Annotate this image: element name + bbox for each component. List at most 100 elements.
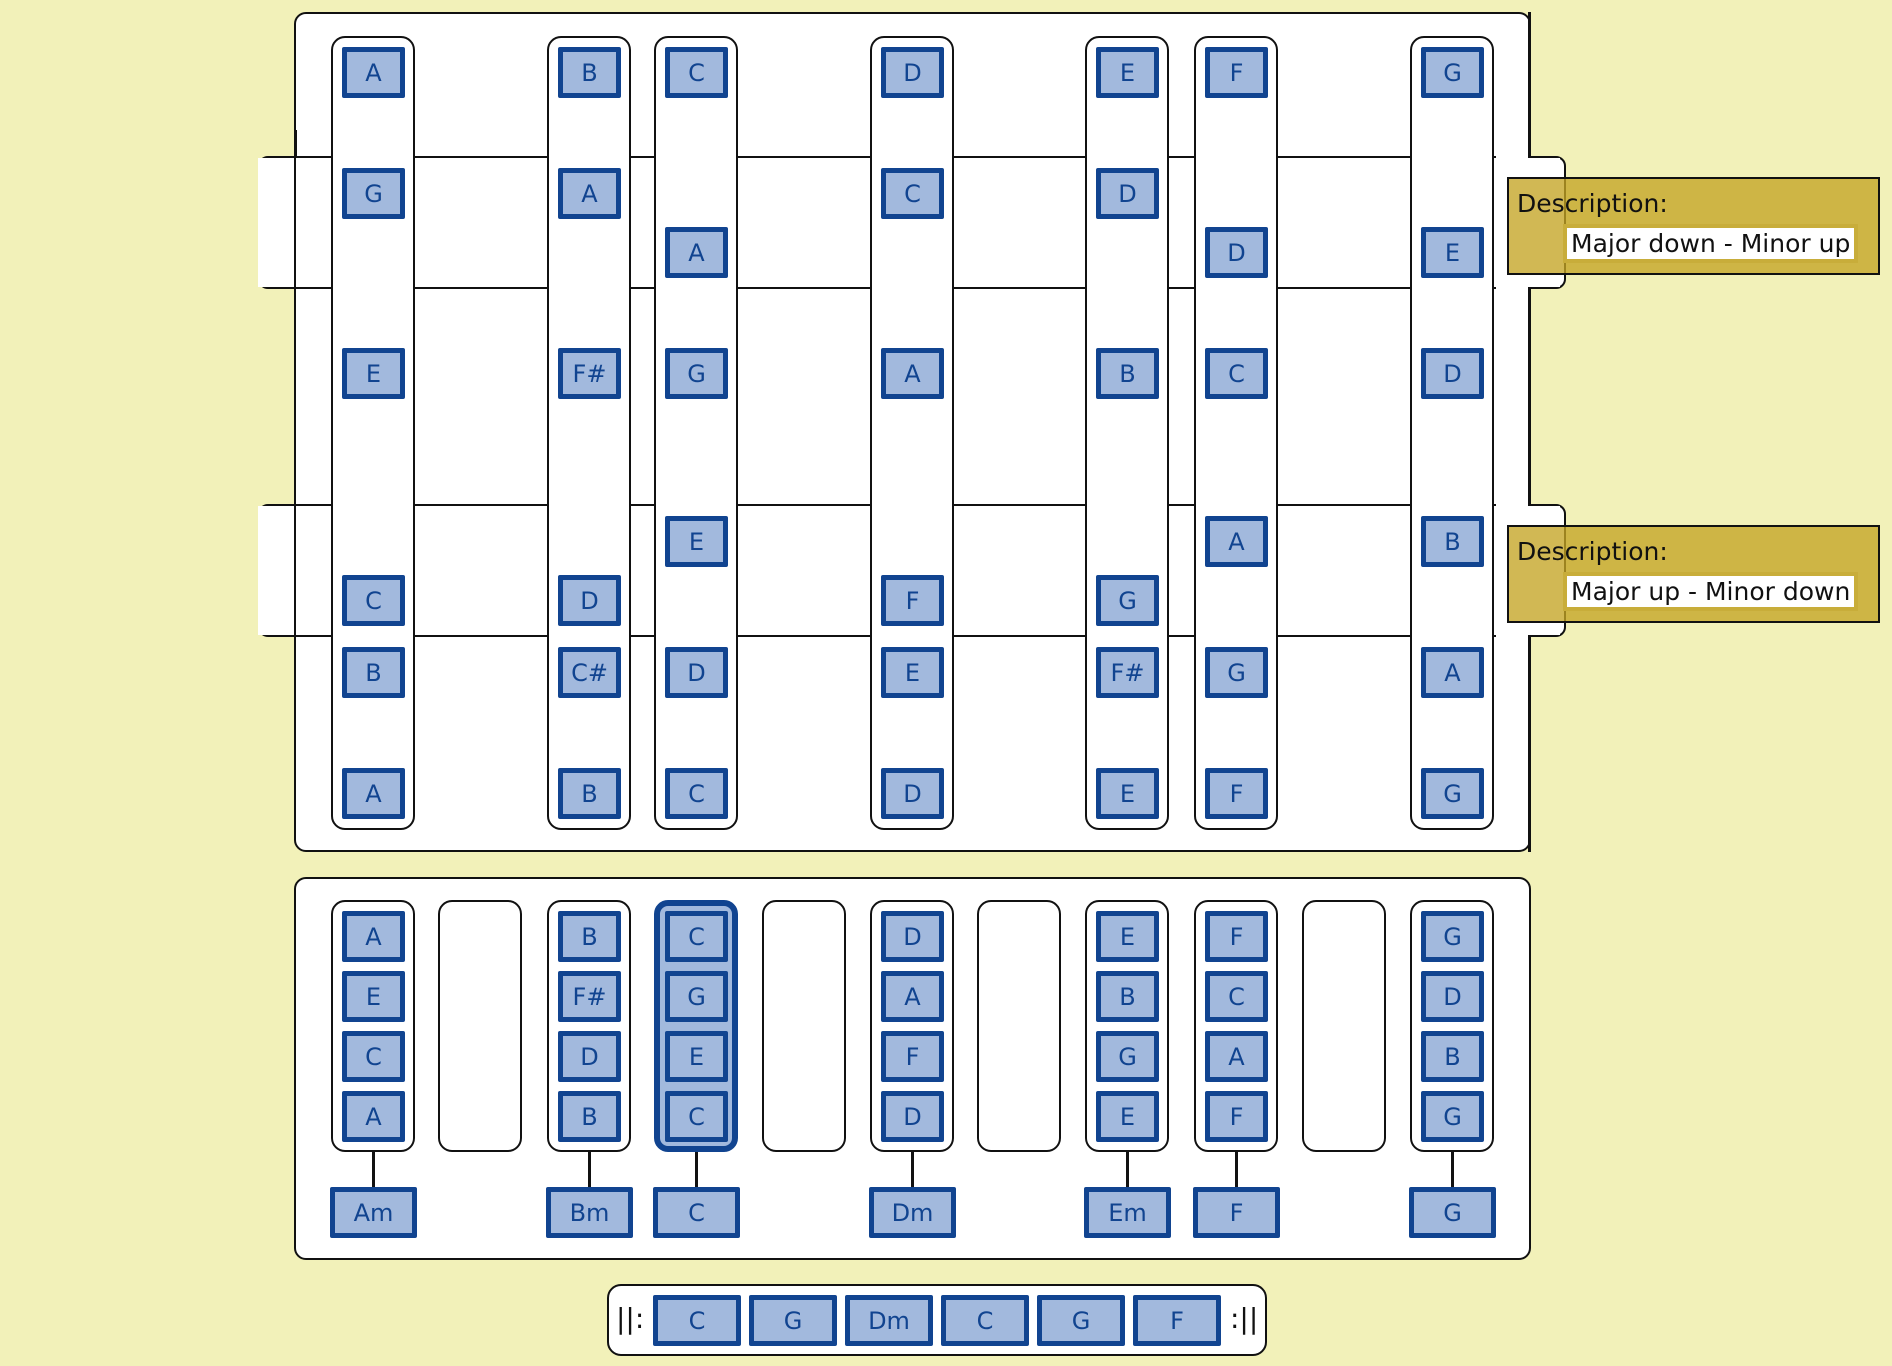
- chord-note[interactable]: G: [1096, 1031, 1159, 1082]
- note-button[interactable]: C: [665, 768, 728, 819]
- chord-note[interactable]: A: [342, 1091, 405, 1142]
- chord-note[interactable]: E: [342, 971, 405, 1022]
- chord-note[interactable]: A: [1205, 1031, 1268, 1082]
- scale-column: [870, 36, 954, 830]
- chord-note[interactable]: F: [881, 1031, 944, 1082]
- note-button[interactable]: D: [1205, 227, 1268, 278]
- note-button[interactable]: D: [665, 647, 728, 698]
- note-button[interactable]: G: [342, 168, 405, 219]
- chord-note[interactable]: C: [342, 1031, 405, 1082]
- note-button[interactable]: D: [881, 47, 944, 98]
- note-button[interactable]: B: [558, 768, 621, 819]
- chord-name-button[interactable]: G: [1409, 1187, 1496, 1238]
- chord-connector: [1235, 1152, 1238, 1188]
- empty-chord-slot[interactable]: [762, 900, 846, 1152]
- note-button[interactable]: A: [558, 168, 621, 219]
- chord-note[interactable]: D: [558, 1031, 621, 1082]
- note-button[interactable]: E: [1096, 47, 1159, 98]
- chord-name-button[interactable]: Bm: [546, 1187, 633, 1238]
- chord-note[interactable]: A: [342, 911, 405, 962]
- scale-column: [1085, 36, 1169, 830]
- note-button[interactable]: B: [558, 47, 621, 98]
- chord-connector: [372, 1152, 375, 1188]
- chord-note[interactable]: F: [1205, 1091, 1268, 1142]
- chord-note[interactable]: D: [1421, 971, 1484, 1022]
- description-label: Description:: [1517, 189, 1668, 218]
- note-button[interactable]: B: [1096, 348, 1159, 399]
- chord-note[interactable]: C: [665, 1091, 728, 1142]
- chord-note[interactable]: B: [1096, 971, 1159, 1022]
- note-button[interactable]: F: [1205, 768, 1268, 819]
- chord-connector: [1126, 1152, 1129, 1188]
- note-button[interactable]: A: [342, 768, 405, 819]
- progression-chord[interactable]: Dm: [845, 1295, 933, 1346]
- note-button[interactable]: E: [881, 647, 944, 698]
- note-button[interactable]: G: [665, 348, 728, 399]
- note-button[interactable]: A: [342, 47, 405, 98]
- note-button[interactable]: D: [1421, 348, 1484, 399]
- note-button[interactable]: C: [1205, 348, 1268, 399]
- note-button[interactable]: A: [881, 348, 944, 399]
- empty-chord-slot[interactable]: [1302, 900, 1386, 1152]
- note-button[interactable]: F: [1205, 47, 1268, 98]
- note-button[interactable]: B: [1421, 516, 1484, 567]
- note-button[interactable]: A: [665, 227, 728, 278]
- chord-note[interactable]: B: [558, 911, 621, 962]
- progression-chord[interactable]: G: [749, 1295, 837, 1346]
- note-button[interactable]: D: [558, 575, 621, 626]
- note-button[interactable]: C: [665, 47, 728, 98]
- note-button[interactable]: F#: [1096, 647, 1159, 698]
- note-button[interactable]: G: [1205, 647, 1268, 698]
- note-button[interactable]: E: [1421, 227, 1484, 278]
- note-button[interactable]: D: [1096, 168, 1159, 219]
- chord-note[interactable]: F: [1205, 911, 1268, 962]
- repeat-end-sign: :||: [1230, 1302, 1259, 1335]
- chord-note[interactable]: F#: [558, 971, 621, 1022]
- progression-chord[interactable]: C: [653, 1295, 741, 1346]
- chord-name-button[interactable]: Am: [330, 1187, 417, 1238]
- chord-note[interactable]: C: [665, 911, 728, 962]
- scale-column: [331, 36, 415, 830]
- description-value: Major down - Minor up: [1563, 224, 1859, 263]
- note-button[interactable]: C: [881, 168, 944, 219]
- chord-note[interactable]: B: [558, 1091, 621, 1142]
- chord-note[interactable]: C: [1205, 971, 1268, 1022]
- chord-note[interactable]: A: [881, 971, 944, 1022]
- chord-connector: [911, 1152, 914, 1188]
- chord-note[interactable]: B: [1421, 1031, 1484, 1082]
- note-button[interactable]: D: [881, 768, 944, 819]
- chord-name-button[interactable]: Dm: [869, 1187, 956, 1238]
- chord-name-button[interactable]: F: [1193, 1187, 1280, 1238]
- note-button[interactable]: F: [881, 575, 944, 626]
- note-button[interactable]: A: [1205, 516, 1268, 567]
- note-button[interactable]: B: [342, 647, 405, 698]
- note-button[interactable]: G: [1096, 575, 1159, 626]
- note-button[interactable]: E: [342, 348, 405, 399]
- note-button[interactable]: A: [1421, 647, 1484, 698]
- chord-note[interactable]: E: [665, 1031, 728, 1082]
- description-box-lower: Description: Major up - Minor down: [1507, 525, 1880, 623]
- chord-note[interactable]: G: [1421, 1091, 1484, 1142]
- scale-column: [547, 36, 631, 830]
- chord-name-button[interactable]: C: [653, 1187, 740, 1238]
- note-button[interactable]: C#: [558, 647, 621, 698]
- progression-chord[interactable]: F: [1133, 1295, 1221, 1346]
- chord-note[interactable]: G: [665, 971, 728, 1022]
- note-button[interactable]: C: [342, 575, 405, 626]
- empty-chord-slot[interactable]: [438, 900, 522, 1152]
- note-button[interactable]: E: [1096, 768, 1159, 819]
- note-button[interactable]: E: [665, 516, 728, 567]
- chord-note[interactable]: G: [1421, 911, 1484, 962]
- note-button[interactable]: G: [1421, 47, 1484, 98]
- chord-note[interactable]: D: [881, 1091, 944, 1142]
- note-button[interactable]: G: [1421, 768, 1484, 819]
- scale-column: [1194, 36, 1278, 830]
- chord-note[interactable]: D: [881, 911, 944, 962]
- empty-chord-slot[interactable]: [977, 900, 1061, 1152]
- note-button[interactable]: F#: [558, 348, 621, 399]
- chord-note[interactable]: E: [1096, 911, 1159, 962]
- chord-note[interactable]: E: [1096, 1091, 1159, 1142]
- progression-chord[interactable]: G: [1037, 1295, 1125, 1346]
- chord-name-button[interactable]: Em: [1084, 1187, 1171, 1238]
- progression-chord[interactable]: C: [941, 1295, 1029, 1346]
